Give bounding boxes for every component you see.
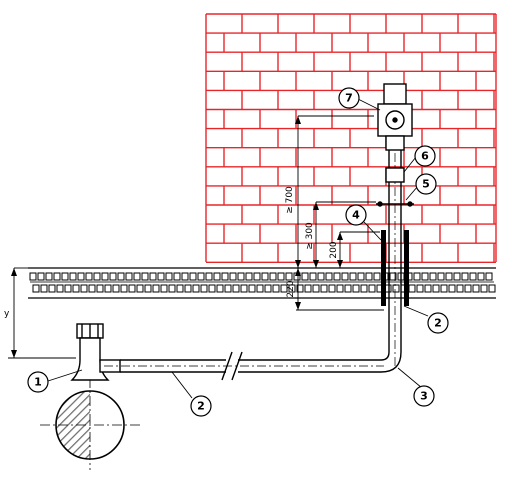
callout-1: 1 (27, 371, 49, 393)
shutoff-valve (377, 83, 413, 151)
callout-6: 6 (414, 145, 436, 167)
dimension-200: 200 (329, 241, 339, 258)
callout-5: 5 (415, 173, 437, 195)
brick-wall (205, 13, 497, 263)
ground-strip (28, 267, 496, 299)
dimension-220: 220 (286, 280, 296, 297)
dimension-y: y (4, 309, 10, 319)
callout-label: 1 (34, 376, 42, 389)
wall-sleeve (381, 230, 409, 306)
main-pipe (40, 378, 140, 470)
callout-label: 7 (345, 92, 353, 105)
dimension-lines (8, 115, 384, 359)
tapping-fitting (70, 323, 121, 381)
dimension-arrows (11, 116, 343, 358)
callout-label: 6 (421, 150, 429, 163)
callouts: 1 2 2 3 4 5 6 7 (27, 87, 449, 417)
dimension-300: ≥ 300 (305, 222, 315, 250)
callout-label: 2 (434, 317, 442, 330)
callout-2-horizontal: 2 (190, 395, 212, 417)
callout-4: 4 (345, 204, 367, 226)
callout-leaders (47, 98, 429, 399)
service-pipe (104, 110, 402, 381)
callout-label: 4 (352, 209, 360, 222)
callout-label: 3 (420, 390, 428, 403)
pipe-bracket (376, 201, 414, 207)
callout-7: 7 (338, 87, 360, 109)
pipe-coupling (385, 150, 405, 204)
callout-2-vertical: 2 (427, 312, 449, 334)
callout-3: 3 (413, 385, 435, 407)
callout-label: 5 (422, 178, 430, 191)
callout-label: 2 (197, 400, 205, 413)
dimension-700: ≥ 700 (285, 186, 295, 214)
